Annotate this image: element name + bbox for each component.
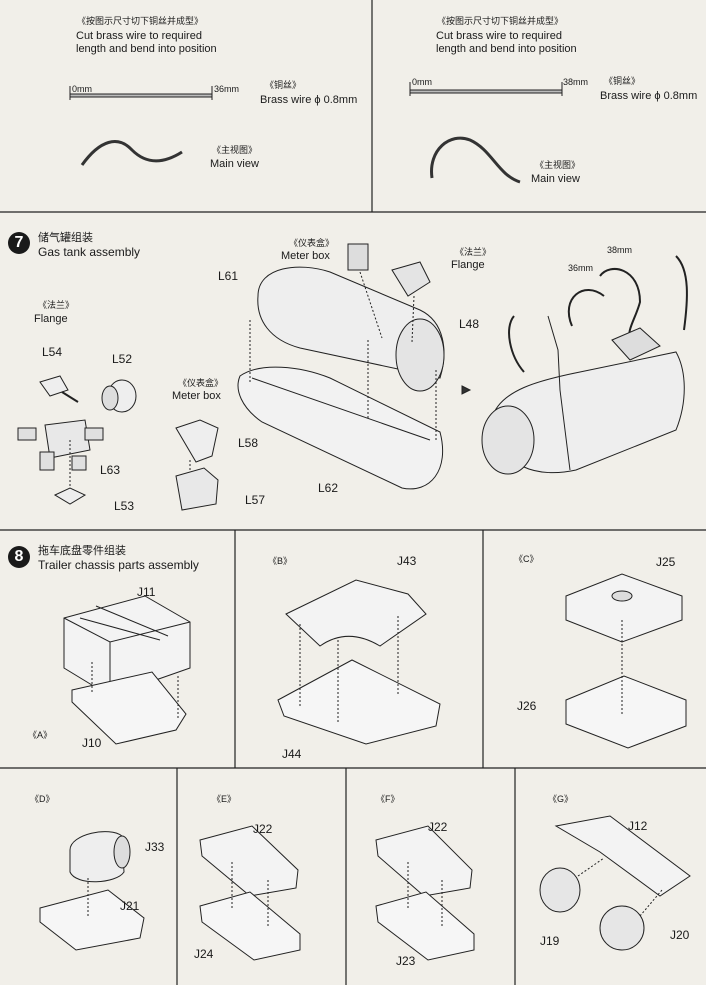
part-label: J22 — [428, 820, 448, 834]
step-title: Trailer chassis parts assembly — [38, 558, 199, 572]
meter-box-cn: 《仪表盒》 — [178, 378, 224, 388]
main-view-label: Main view — [531, 173, 580, 185]
cut-instruction-line2: length and bend into position — [436, 43, 577, 55]
panel-label: 《C》 — [514, 554, 539, 564]
main-view-cn: 《主视图》 — [535, 160, 581, 170]
part-label: L54 — [42, 345, 63, 359]
panel-label: 《B》 — [268, 556, 293, 566]
part-label: J11 — [137, 585, 156, 599]
part-label: J44 — [282, 747, 302, 761]
main-view-cn: 《主视图》 — [212, 145, 258, 155]
cut-instruction-cn: 《按图示尺寸切下铜丝并成型》 — [77, 16, 204, 26]
wire-length-label: 36mm — [568, 263, 594, 273]
cut-instruction-line1: Cut brass wire to required — [76, 30, 202, 42]
part-label: J24 — [194, 947, 214, 961]
brass-wire-label: Brass wire ϕ 0.8mm — [260, 94, 358, 106]
part-label: J12 — [628, 819, 648, 833]
panel-label: 《E》 — [212, 794, 237, 804]
part-label: L48 — [459, 317, 480, 331]
part-label: L52 — [112, 352, 133, 366]
main-view-label: Main view — [210, 158, 259, 170]
part-label: L61 — [218, 269, 239, 283]
part-label: J26 — [517, 699, 537, 713]
panel-label: 《F》 — [376, 794, 400, 804]
wire-start-length: 0mm — [72, 84, 92, 94]
step-title: Gas tank assembly — [38, 245, 141, 259]
flange-cn: 《法兰》 — [38, 300, 75, 310]
panel-label: 《G》 — [548, 794, 574, 804]
meter-box-label: Meter box — [172, 390, 221, 402]
step-title-cn: 储气罐组装 — [38, 232, 93, 244]
part-label: J25 — [656, 555, 676, 569]
brass-wire-label: Brass wire ϕ 0.8mm — [600, 90, 698, 102]
part-label: J23 — [396, 954, 416, 968]
flange-label: Flange — [34, 313, 68, 325]
meter-box-label: Meter box — [281, 250, 330, 262]
part-label: J22 — [253, 822, 273, 836]
step-title-cn: 拖车底盘零件组装 — [38, 545, 126, 557]
part-label: L57 — [245, 493, 266, 507]
cut-instruction-cn: 《按图示尺寸切下铜丝并成型》 — [437, 16, 564, 26]
wire-length-label: 38mm — [607, 245, 633, 255]
part-label: J10 — [82, 736, 102, 750]
part-label: L58 — [238, 436, 259, 450]
step-number-badge: 7 — [8, 232, 30, 254]
brass-wire-cn: 《铜丝》 — [265, 80, 302, 90]
part-label: L62 — [318, 481, 339, 495]
panel-label: 《D》 — [30, 794, 55, 804]
flange-label: Flange — [451, 259, 485, 271]
part-label: J33 — [145, 840, 165, 854]
brass-wire-cn: 《铜丝》 — [604, 76, 641, 86]
cut-instruction-line1: Cut brass wire to required — [436, 30, 562, 42]
part-label: J19 — [540, 934, 560, 948]
step-number-badge: 8 — [8, 546, 30, 568]
wire-end-length: 38mm — [563, 77, 589, 87]
part-label: J21 — [120, 899, 140, 913]
part-label: J20 — [670, 928, 690, 942]
part-label: L63 — [100, 463, 121, 477]
wire-end-length: 36mm — [214, 84, 240, 94]
panel-label: 《A》 — [28, 730, 53, 740]
cut-instruction-line2: length and bend into position — [76, 43, 217, 55]
part-label: J43 — [397, 554, 417, 568]
flange-cn: 《法兰》 — [455, 247, 492, 257]
meter-box-cn: 《仪表盒》 — [289, 238, 335, 248]
wire-start-length: 0mm — [412, 77, 432, 87]
part-label: L53 — [114, 499, 135, 513]
